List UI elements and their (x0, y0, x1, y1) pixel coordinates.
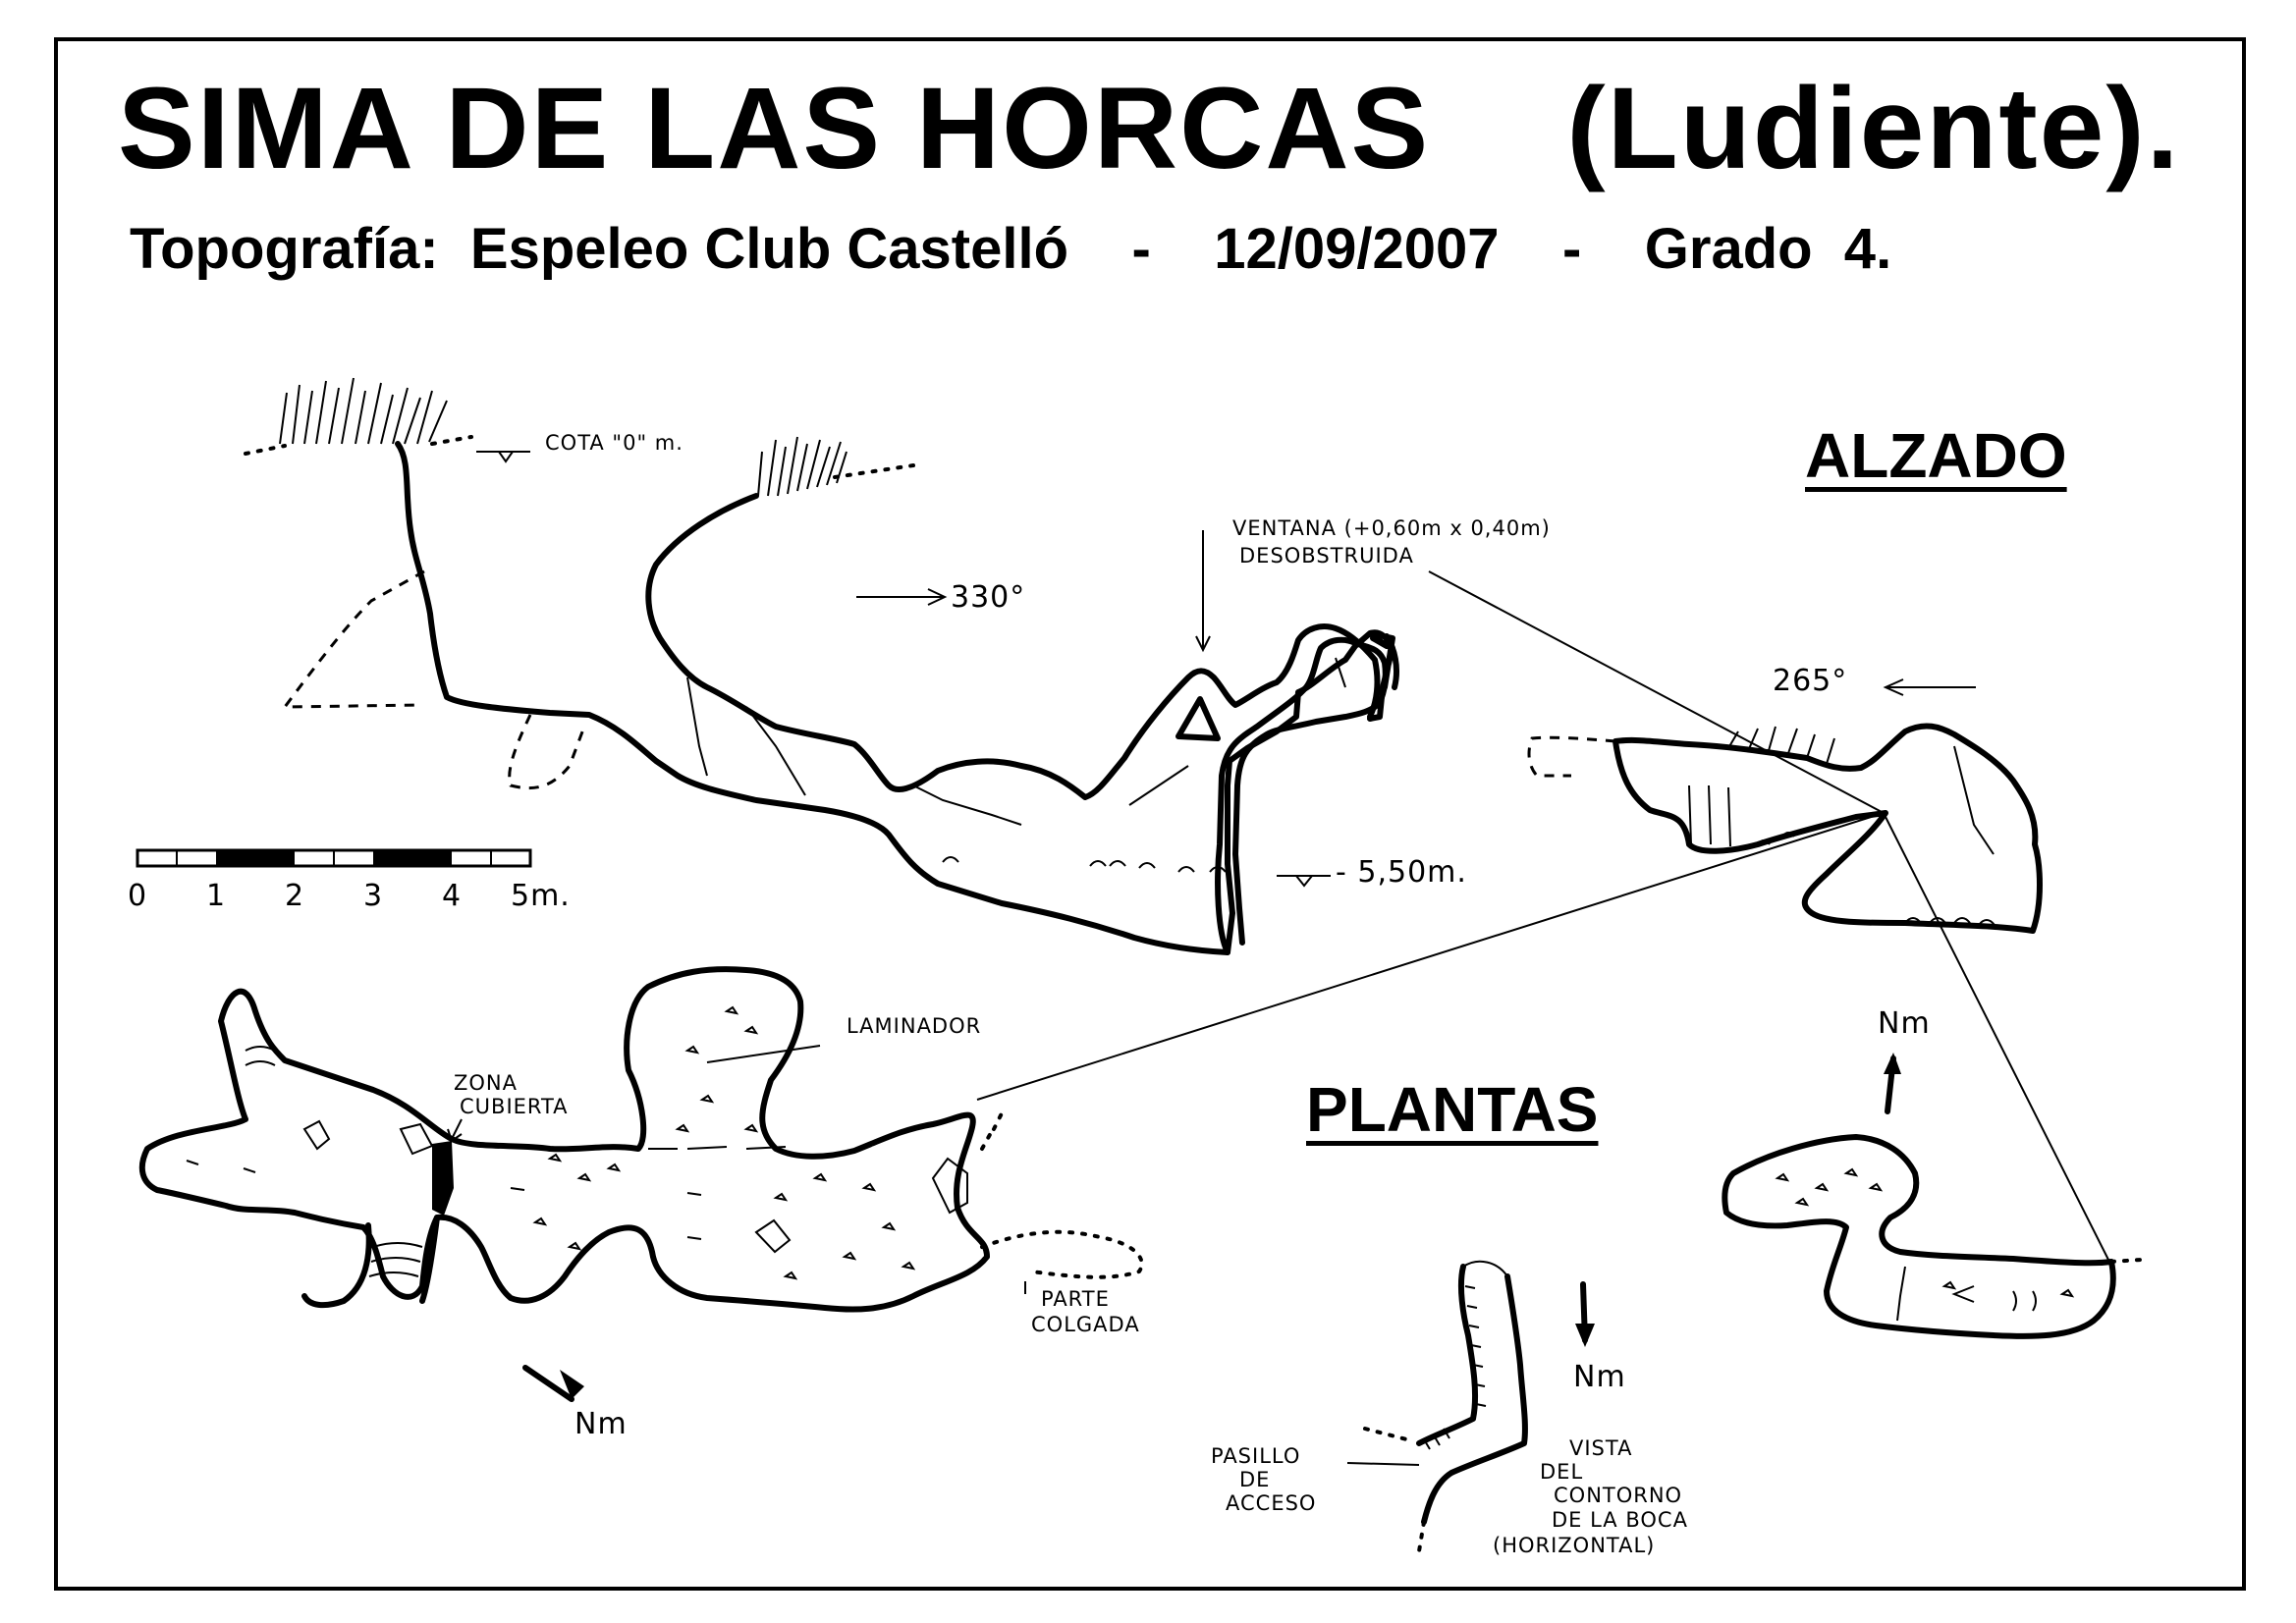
section-heading-alzado: ALZADO (1805, 420, 2067, 491)
north-arrow-main (522, 1365, 574, 1402)
survey-title: SIMA DE LAS HORCAS (Ludiente). (118, 64, 2181, 193)
secondary-floor-stones (1757, 832, 1995, 926)
plan-right (1722, 1134, 2143, 1339)
elevation-secondary-section: 265° (1527, 664, 2043, 934)
plan-right-marks (1896, 1266, 2075, 1322)
plan-step-marks (245, 1046, 423, 1277)
plan-right-exit-dots (2109, 1258, 2143, 1264)
laminador-line (706, 1045, 821, 1063)
label-vista-line4: DE LA BOCA (1552, 1508, 1688, 1532)
scale-tick-5: 5m. (511, 879, 571, 913)
label-depth-bottom: - 5,50m. (1336, 855, 1467, 890)
scale-tick-3: 3 (363, 879, 383, 913)
zona-cubierta-arrow (447, 1118, 463, 1143)
plan-internal-dashes (648, 1146, 787, 1150)
scale-tick-2: 2 (285, 879, 304, 913)
north-arrow-boca-head (1575, 1324, 1595, 1347)
plan-lower-passage (301, 1215, 440, 1309)
north-arrow-right-head (1884, 1053, 1901, 1074)
dashed-secondary-extension (1527, 735, 1616, 778)
scale-tick-0: 0 (128, 879, 147, 913)
vegetation-left (279, 377, 448, 445)
secondary-rock-strokes (1953, 745, 1995, 855)
label-bearing-265: 265° (1773, 664, 1847, 698)
label-parte-colgada-line1: PARTE (1041, 1287, 1110, 1311)
scale-bar (136, 848, 532, 868)
north-label-right: Nm (1878, 1006, 1931, 1041)
vegetation-right (757, 436, 847, 497)
scale-tick-4: 4 (442, 879, 462, 913)
label-ventana-line2: DESOBSTRUIDA (1239, 544, 1414, 568)
surface-left (244, 435, 473, 456)
north-label-main: Nm (574, 1407, 628, 1441)
label-vista-line5: (HORIZONTAL) (1493, 1534, 1655, 1557)
pasillo-pointer (1346, 1462, 1420, 1466)
parte-colgada-outline (980, 1229, 1144, 1279)
plan-main-outline (138, 966, 990, 1313)
bearing-arrow-330 (856, 588, 948, 606)
elevation-floor-stones (942, 856, 1227, 873)
dashed-left-extension (281, 569, 425, 709)
label-vista-line2: DEL (1540, 1460, 1583, 1484)
label-vista-line3: CONTORNO (1554, 1484, 1682, 1507)
surface-right (833, 463, 915, 479)
survey-subtitle: Topografía: Espeleo Club Castelló - 12/0… (130, 217, 1892, 281)
entrance-contour-outline (1416, 1264, 1528, 1525)
tie-lines (976, 570, 2110, 1263)
plan-debris (532, 1005, 916, 1280)
label-zona-cubierta-line2: CUBIERTA (460, 1095, 569, 1118)
label-pasillo-line1: PASILLO (1211, 1444, 1300, 1468)
plan-flow-arrows (186, 1160, 702, 1240)
secondary-hatching (1688, 726, 1835, 847)
elevation-chamber-right (1215, 636, 1389, 955)
zona-cubierta-fill (432, 1141, 454, 1216)
label-zona-cubierta-line1: ZONA (454, 1071, 518, 1095)
elevation-upper-wall (645, 493, 1381, 800)
plan-blocks (302, 1119, 968, 1254)
scale-tick-1: 1 (206, 879, 226, 913)
elevation-outline (395, 441, 1399, 955)
label-bearing-330: 330° (951, 580, 1025, 615)
ventana-triangle (1175, 696, 1221, 741)
entrance-contour-dots (1363, 1427, 1426, 1553)
ventana-pointer-arrow (1195, 530, 1211, 653)
entrance-contour-hatching (1423, 1260, 1508, 1450)
elevation-main-section: COTA "0" m. - 5,50m. 330° VENTANA (+0,60… (244, 377, 1551, 955)
depth-bottom-marker (1277, 875, 1331, 888)
label-laminador: LAMINADOR (847, 1014, 981, 1038)
north-arrow-main-head (560, 1370, 584, 1399)
label-pasillo-line3: ACCESO (1226, 1491, 1316, 1515)
label-vista-line1: VISTA (1569, 1436, 1632, 1460)
north-label-boca: Nm (1573, 1360, 1626, 1394)
label-parte-colgada-line2: COLGADA (1031, 1313, 1140, 1336)
plan-right-debris (1775, 1167, 1884, 1207)
dashed-lower-lobe (508, 714, 586, 790)
depth-zero-marker (476, 451, 530, 463)
survey-frame (54, 37, 2246, 1591)
plan-main-exit-dots (980, 1108, 1006, 1151)
label-cota-cero: COTA "0" m. (545, 431, 683, 455)
elevation-secondary-outline (1613, 723, 2043, 934)
elevation-rock-strokes (686, 657, 1346, 826)
bearing-arrow-265 (1883, 678, 1976, 696)
plan-main (138, 966, 1144, 1313)
label-ventana-line1: VENTANA (+0,60m x 0,40m) (1232, 516, 1551, 540)
label-pasillo-line2: DE (1239, 1468, 1270, 1491)
entrance-contour (1346, 1260, 1528, 1553)
section-heading-plantas: PLANTAS (1306, 1074, 1599, 1145)
plan-right-outline (1722, 1134, 2116, 1339)
